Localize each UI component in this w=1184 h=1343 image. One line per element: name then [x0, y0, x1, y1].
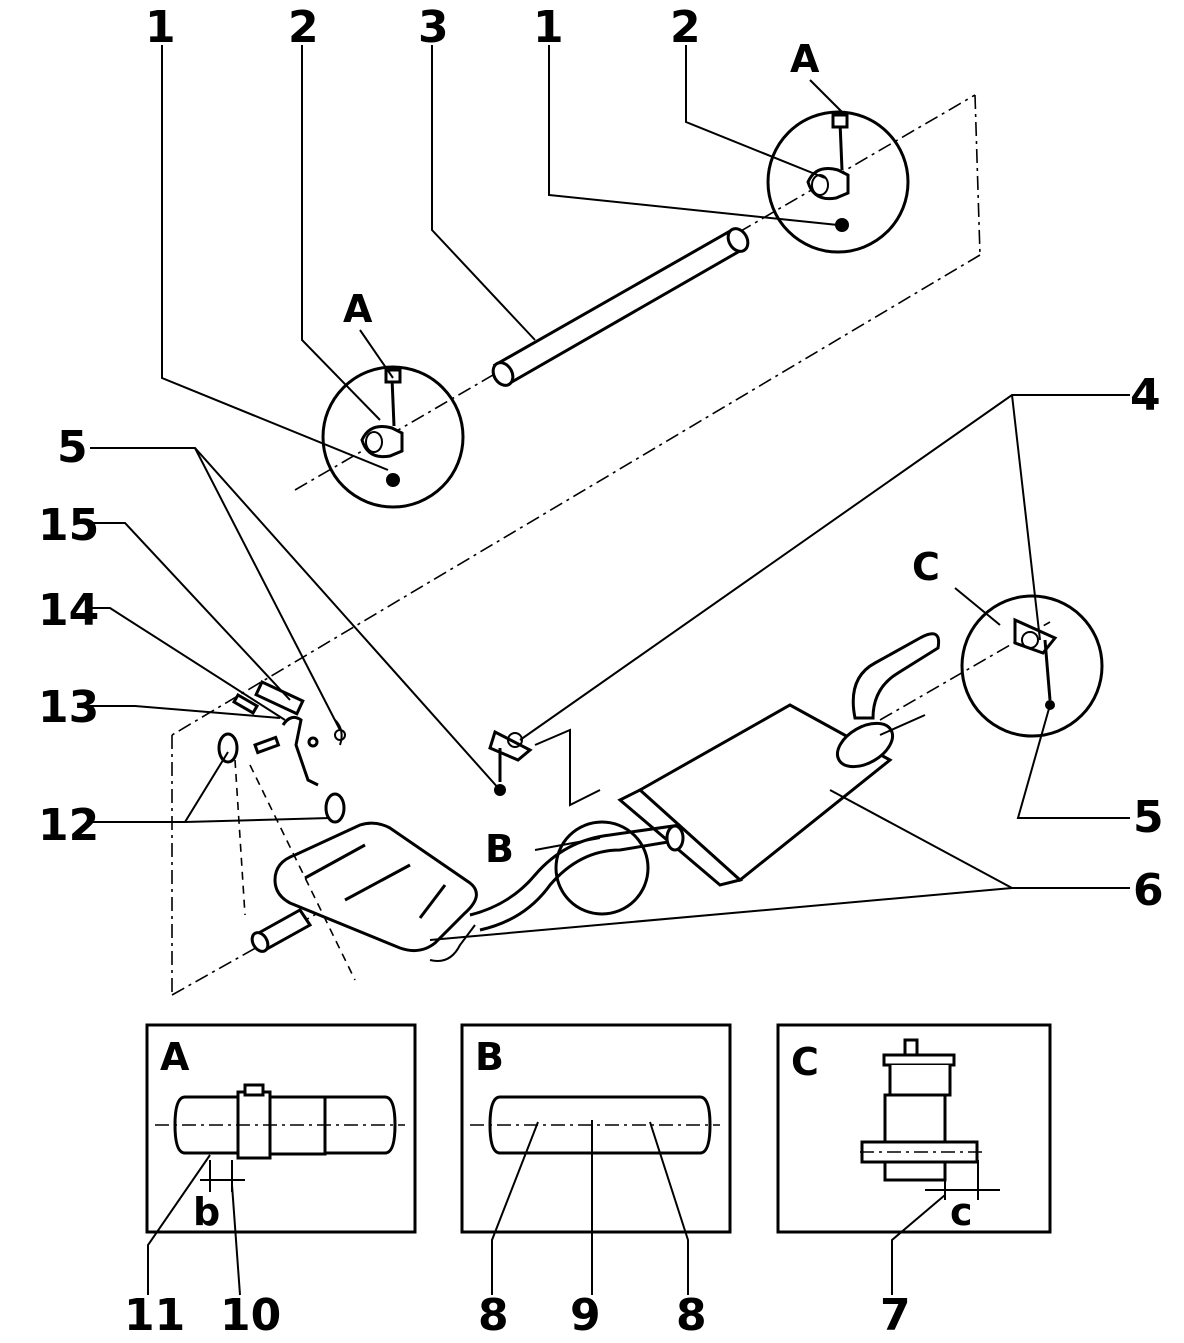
callout-2-left: 2 — [288, 2, 319, 53]
detail-ref-b: B — [485, 827, 514, 871]
callout-1-right: 1 — [533, 2, 564, 53]
leader-lines — [90, 45, 1130, 941]
mid-hanger — [488, 728, 601, 807]
clamp-detail-circle-lower — [321, 365, 465, 509]
detail-ref-c: C — [912, 545, 940, 589]
callout-11: 11 — [124, 1290, 185, 1338]
callout-7: 7 — [880, 1290, 911, 1338]
callout-6: 6 — [1133, 865, 1164, 916]
bracket-assembly — [217, 680, 346, 824]
callout-2-right: 2 — [670, 2, 701, 53]
dimension-b: b — [193, 1190, 220, 1234]
front-pipe — [491, 227, 750, 387]
guide-lines — [234, 759, 356, 981]
callout-15: 15 — [38, 500, 99, 551]
detail-box-b-label: B — [475, 1035, 504, 1079]
callout-labels: 1 2 3 1 2 4 5 15 14 13 12 5 6 11 10 8 9 … — [38, 2, 1164, 1341]
callout-13: 13 — [38, 682, 99, 733]
callout-12: 12 — [38, 800, 99, 851]
callout-14: 14 — [38, 585, 99, 636]
front-silencer — [250, 821, 478, 962]
detail-box-a-label: A — [160, 1035, 190, 1079]
detail-ref-a-left: A — [343, 287, 373, 331]
callout-3: 3 — [418, 2, 449, 53]
callout-9: 9 — [570, 1290, 601, 1338]
clamp-detail-circle-upper — [766, 110, 910, 254]
callout-1-left: 1 — [145, 2, 176, 53]
detail-ref-a-top: A — [790, 37, 820, 81]
detail-reference-letters: A A B C — [343, 37, 940, 871]
dimension-c: c — [950, 1190, 973, 1234]
callout-5-left: 5 — [57, 422, 88, 473]
hanger-detail-circle — [960, 594, 1104, 738]
rear-silencer — [617, 632, 941, 887]
intermediate-pipe — [469, 820, 685, 932]
detail-box-b: B — [460, 1023, 732, 1295]
callout-4: 4 — [1130, 370, 1161, 421]
detail-box-c: C c — [776, 1023, 1052, 1295]
detail-box-c-label: C — [791, 1040, 819, 1084]
callout-8-right: 8 — [676, 1290, 707, 1338]
callout-8-left: 8 — [478, 1290, 509, 1338]
callout-5-right: 5 — [1133, 792, 1164, 843]
detail-box-a: A b — [145, 1023, 417, 1296]
callout-10: 10 — [220, 1290, 281, 1338]
